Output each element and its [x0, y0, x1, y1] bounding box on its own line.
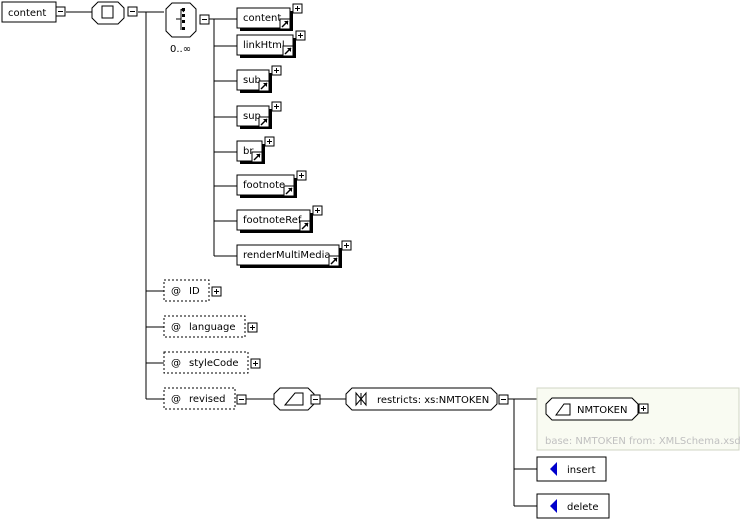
attribute-expander[interactable] [247, 322, 258, 333]
child-element-linkhtml[interactable]: linkHtml [236, 30, 306, 58]
attribute-expander[interactable] [250, 358, 261, 369]
restriction-expander[interactable] [498, 394, 509, 405]
choice-compositor[interactable] [165, 2, 197, 38]
connector-lines [66, 11, 537, 507]
child-element-label: br [243, 146, 254, 157]
child-element-sup[interactable]: sup [236, 101, 282, 129]
child-element-label: sub [243, 75, 261, 86]
child-expander[interactable] [341, 240, 352, 251]
attribute-marker: @ [171, 358, 181, 369]
attributes: @ ID @ language @ styleCode @ revised [163, 279, 261, 410]
attribute-marker: @ [171, 322, 181, 333]
child-expander[interactable] [296, 170, 307, 181]
child-expander[interactable] [264, 136, 275, 147]
child-element-footnote[interactable]: footnote [236, 170, 307, 198]
reference-arrow-icon [279, 18, 291, 30]
base-type-icon [555, 403, 571, 416]
child-element-footnoteref[interactable]: footnoteRef [236, 205, 323, 233]
choice-occurrence: 0..∞ [170, 44, 191, 55]
simple-type-compositor[interactable] [273, 387, 315, 411]
restriction-node[interactable]: restricts: xs:NMTOKEN [345, 387, 498, 411]
attribute-revised[interactable]: @ revised [163, 387, 247, 410]
enumeration-icon [550, 462, 557, 476]
sequence-icon [101, 5, 114, 19]
enumeration-delete[interactable]: delete [536, 493, 610, 519]
base-type-node[interactable]: NMTOKEN [545, 397, 639, 421]
sequence-compositor[interactable] [91, 1, 125, 25]
reference-arrow-icon [258, 116, 270, 128]
enumeration-label: insert [567, 465, 596, 476]
child-element-label: sup [243, 111, 261, 122]
attribute-language[interactable]: @ language [163, 315, 258, 338]
attribute-label: language [189, 322, 236, 333]
child-expander[interactable] [295, 30, 306, 41]
child-element-label: footnote [243, 180, 285, 191]
reference-arrow-icon [328, 255, 340, 267]
reference-arrow-icon [299, 220, 311, 232]
child-element-label: content [243, 13, 281, 24]
attribute-label: revised [189, 394, 225, 405]
child-expander[interactable] [271, 65, 282, 76]
child-elements: content linkHtml sub sup br footnote footnoteR… [236, 3, 352, 268]
enumerations: insert delete [536, 456, 610, 519]
choice-icon [176, 8, 185, 30]
choice-expander[interactable] [199, 14, 210, 25]
enumeration-insert[interactable]: insert [536, 456, 607, 482]
child-element-label: renderMultiMedia [243, 250, 330, 261]
child-element-sub[interactable]: sub [236, 65, 282, 93]
child-expander[interactable] [292, 3, 303, 14]
reference-arrow-icon [258, 80, 270, 92]
sequence-expander[interactable] [127, 6, 138, 17]
child-expander[interactable] [312, 205, 323, 216]
root-element-label: content [8, 8, 46, 19]
base-type-label: NMTOKEN [577, 405, 627, 416]
attribute-stylecode[interactable]: @ styleCode [163, 351, 261, 374]
child-element-label: linkHtml [243, 40, 285, 51]
enumeration-label: delete [567, 502, 599, 513]
attribute-marker: @ [171, 286, 181, 297]
simple-type-expander[interactable] [310, 394, 321, 405]
child-element-br[interactable]: br [236, 136, 275, 164]
root-expander[interactable] [55, 6, 66, 17]
attribute-id[interactable]: @ ID [163, 279, 222, 302]
restriction-icon [355, 391, 367, 407]
reference-arrow-icon [251, 151, 263, 163]
base-type-expander[interactable] [638, 403, 649, 414]
child-expander[interactable] [271, 101, 282, 112]
reference-arrow-icon [282, 45, 294, 57]
attribute-expander[interactable] [236, 394, 247, 405]
child-element-content[interactable]: content [236, 3, 303, 31]
reference-arrow-icon [283, 185, 295, 197]
base-type-note: base: NMTOKEN from: XMLSchema.xsd [545, 436, 741, 447]
attribute-label: styleCode [189, 358, 239, 369]
restriction-label: restricts: xs:NMTOKEN [377, 395, 489, 406]
attribute-expander[interactable] [211, 286, 222, 297]
child-element-rendermultimedia[interactable]: renderMultiMedia [236, 240, 352, 268]
enumeration-icon [550, 499, 557, 513]
simple-type-icon [283, 392, 304, 406]
child-element-label: footnoteRef [243, 215, 302, 226]
root-element[interactable]: content [1, 1, 57, 23]
attribute-marker: @ [171, 394, 181, 405]
attribute-label: ID [189, 286, 200, 297]
